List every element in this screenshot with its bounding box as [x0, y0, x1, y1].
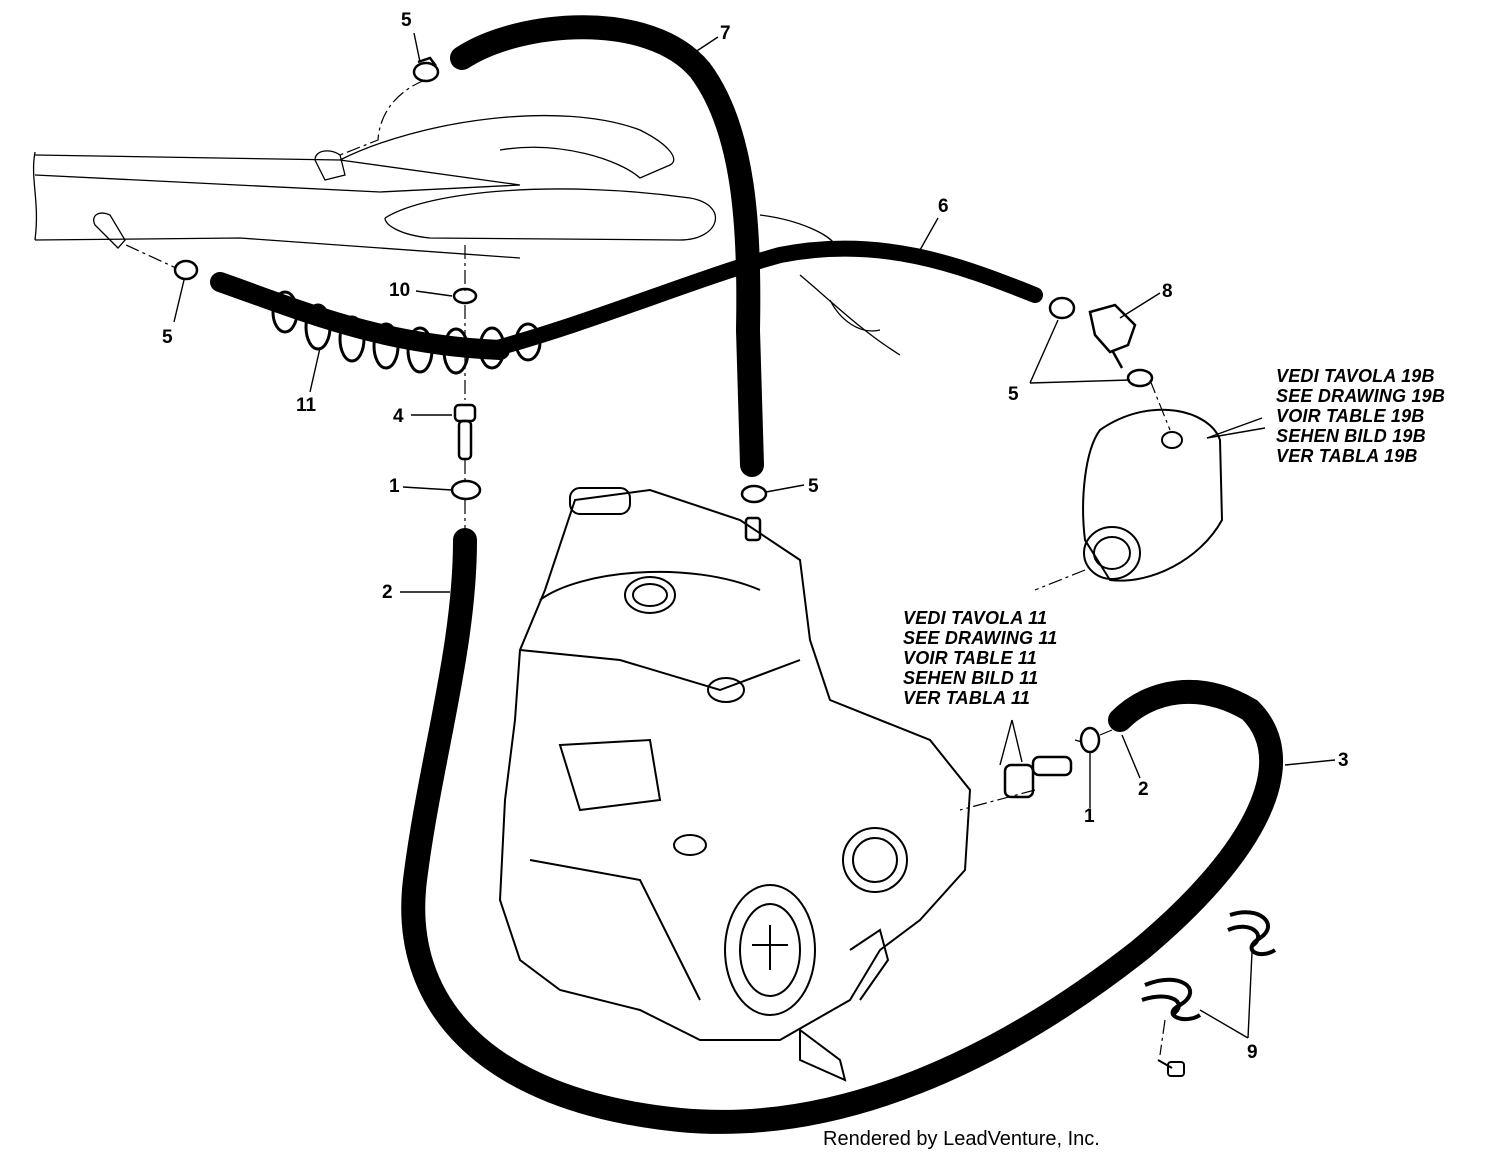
callout-5-right: 5: [1008, 384, 1019, 405]
callout-8: 8: [1162, 281, 1173, 302]
callout-2-left: 2: [382, 582, 393, 603]
callout-1-lower: 1: [1084, 806, 1095, 827]
ref-19b-line: VEDI TAVOLA 19B: [1276, 366, 1435, 386]
fitting-4: [453, 403, 477, 461]
reference-drawing-11: VEDI TAVOLA 11 SEE DRAWING 11 VOIR TABLE…: [903, 608, 1058, 708]
callout-6: 6: [938, 196, 949, 217]
ref-11-line: SEE DRAWING 11: [903, 628, 1058, 648]
clamp-5-left: [173, 259, 199, 281]
hose-6: [482, 240, 1043, 358]
callout-5-left: 5: [162, 327, 173, 348]
ref-19b-line: VOIR TABLE 19B: [1276, 406, 1425, 426]
leader-lines: [173, 32, 1336, 1039]
ref-11-line: VEDI TAVOLA 11: [903, 608, 1048, 628]
footer-credit: Rendered by LeadVenture, Inc.: [823, 1128, 1100, 1150]
hose-11: [210, 272, 510, 360]
clamp-1-upper: [450, 479, 482, 501]
callout-5-top: 5: [401, 10, 412, 31]
callout-9: 9: [1247, 1042, 1258, 1063]
spiral-guard: [271, 290, 542, 375]
hose-7: [450, 15, 764, 477]
callout-11: 11: [296, 395, 317, 416]
ref-11-line: SEHEN BILD 11: [903, 668, 1039, 688]
bolt: [1157, 1059, 1185, 1077]
bracket-9-a: [1227, 910, 1277, 957]
ref-19b-line: SEE DRAWING 19B: [1276, 386, 1446, 406]
alignment-lines: [125, 79, 1171, 1056]
clamp-5-right: [1048, 296, 1154, 388]
ref-19b-line: VER TABLA 19B: [1276, 446, 1418, 466]
bracket-9-b: [1141, 977, 1202, 1022]
callout-4: 4: [393, 406, 404, 427]
callout-7: 7: [720, 23, 731, 44]
clamp-10: [452, 287, 478, 305]
clamp-1-lower: [1079, 726, 1101, 754]
callout-2-right: 2: [1138, 779, 1149, 800]
reference-drawing-19b: VEDI TAVOLA 19B SEE DRAWING 19B VOIR TAB…: [1276, 366, 1445, 466]
callout-3: 3: [1338, 750, 1349, 771]
ref-11-line: VOIR TABLE 11: [903, 648, 1037, 668]
hose-2-lower: [401, 528, 1283, 1134]
callout-10: 10: [389, 280, 411, 301]
ref-19b-line: SEHEN BILD 19B: [1276, 426, 1426, 446]
elbow-fitting-8: [1088, 303, 1137, 369]
ref-11-line: VER TABLA 11: [903, 688, 1031, 708]
frame-outline: [32, 114, 901, 356]
clamp-5-top: [412, 56, 440, 83]
water-pump-cover: [1082, 408, 1224, 582]
clamp-5-mid: [740, 484, 768, 542]
callout-1-upper: 1: [389, 476, 400, 497]
callout-5-mid: 5: [808, 476, 819, 497]
engine: [498, 487, 972, 1082]
fitting-right: [1003, 755, 1073, 799]
